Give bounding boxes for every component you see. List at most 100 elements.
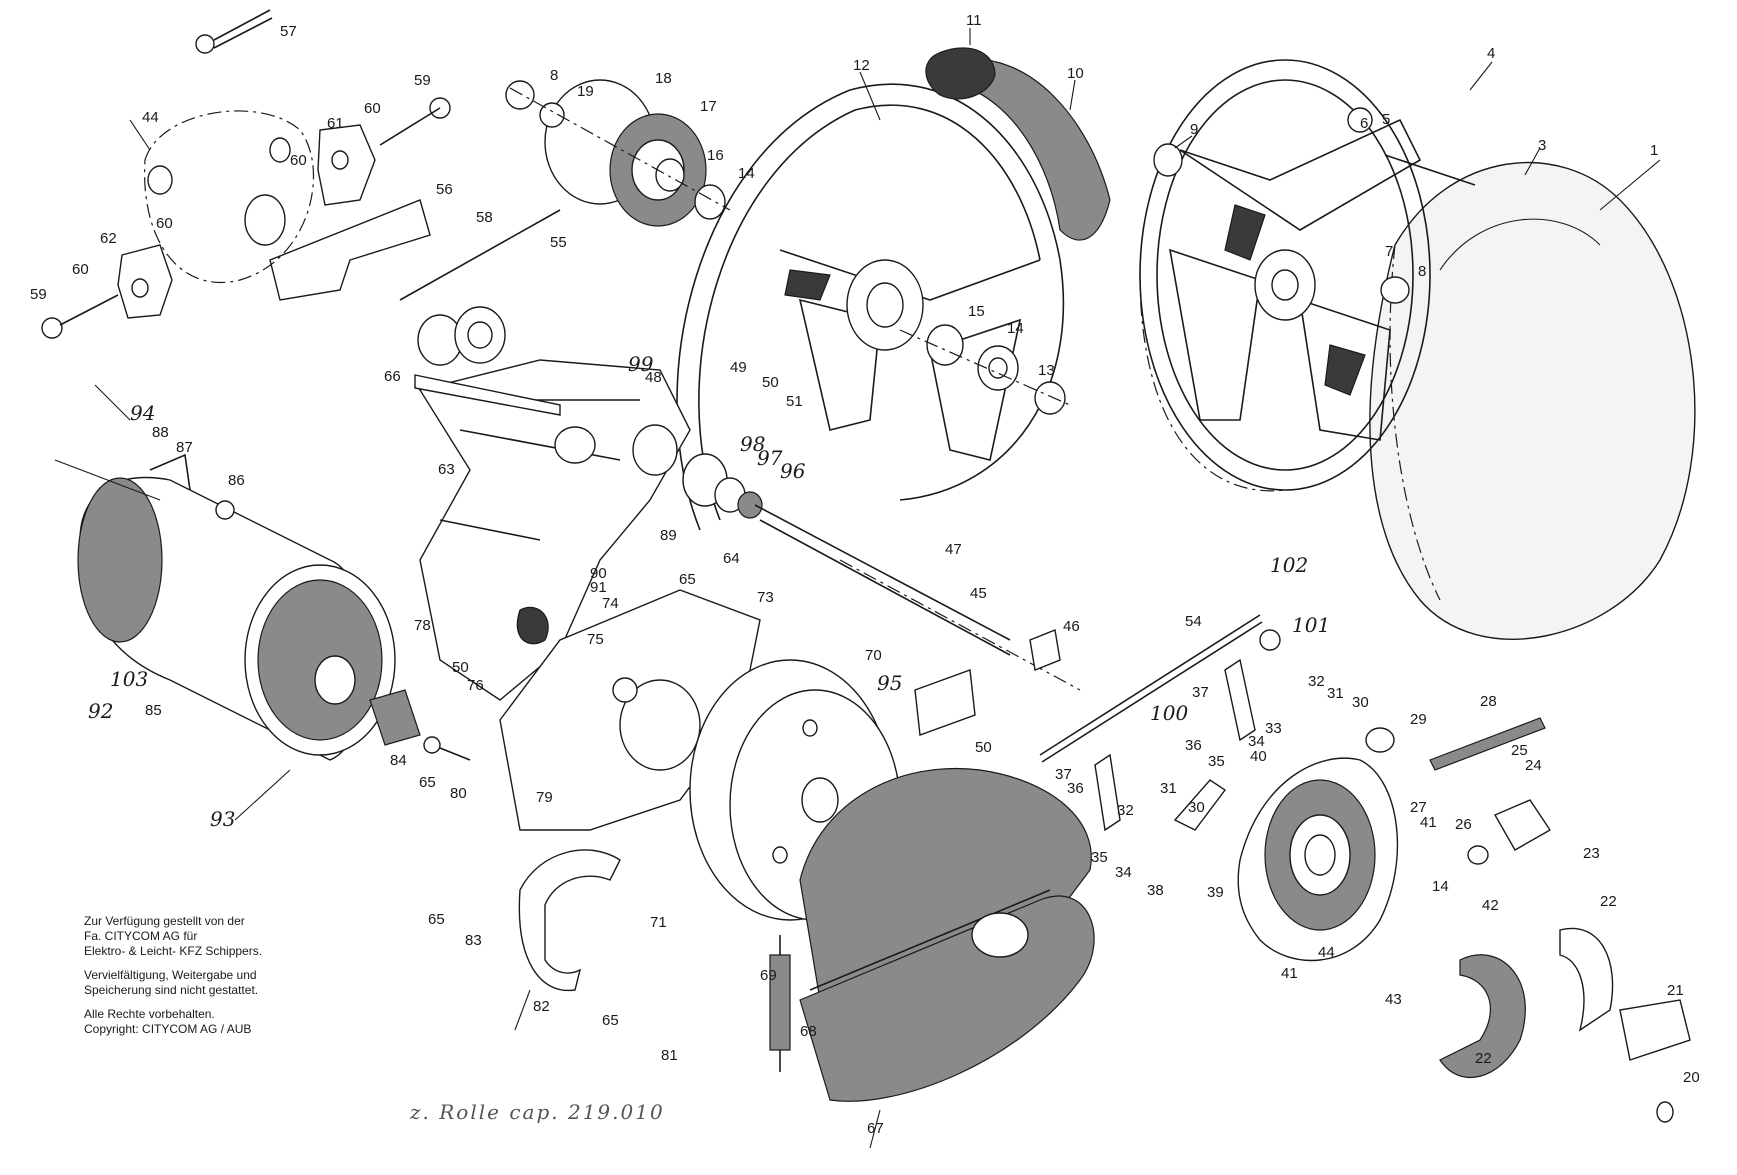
callout-69: 69: [760, 967, 777, 984]
callout-74: 74: [602, 595, 619, 612]
bracket-part-46: [914, 629, 1061, 736]
rear-rim-part-4: [1139, 59, 1476, 492]
callout-65-c: 65: [428, 911, 445, 928]
callout-79: 79: [536, 789, 553, 806]
callout-27: 27: [1410, 799, 1427, 816]
callout-26: 26: [1455, 816, 1472, 833]
sprocket-disc-group: [505, 79, 731, 227]
handwritten-note: z. Rolle cap. 219.010: [410, 1100, 665, 1124]
callout-18: 18: [655, 70, 672, 87]
callout-96: 96: [780, 459, 806, 483]
cable-part-57: [195, 9, 273, 54]
wheel-cover-part-1: [1369, 161, 1696, 640]
callout-28: 28: [1480, 693, 1497, 710]
callout-30-a: 30: [1352, 694, 1369, 711]
copyright-line: Vervielfältigung, Weitergabe und: [84, 968, 257, 982]
front-rim-part-12: [676, 47, 1111, 531]
callout-88: 88: [152, 424, 169, 441]
callout-5: 5: [1382, 111, 1390, 128]
callout-101: 101: [1292, 613, 1330, 637]
callout-35-b: 35: [1091, 849, 1108, 866]
callout-32-a: 32: [1308, 673, 1325, 690]
callout-86: 86: [228, 472, 245, 489]
callout-80: 80: [450, 785, 467, 802]
callout-1: 1: [1650, 142, 1658, 159]
callout-42: 42: [1482, 897, 1499, 914]
spring-part-84: [369, 689, 471, 761]
callout-65-d: 65: [602, 1012, 619, 1029]
callout-87: 87: [176, 439, 193, 456]
callout-9: 9: [1190, 121, 1198, 138]
callout-76: 76: [467, 677, 484, 694]
callout-50-a: 50: [762, 374, 779, 391]
callout-31-a: 31: [1327, 685, 1344, 702]
copyright-paragraph-2: Vervielfältigung, Weitergabe und Speiche…: [84, 968, 384, 998]
callout-6: 6: [1360, 115, 1368, 132]
front-hub-bearings: [899, 324, 1071, 415]
callout-85: 85: [145, 702, 162, 719]
callout-22-a: 22: [1600, 893, 1617, 910]
callout-24: 24: [1525, 757, 1542, 774]
callout-36-a: 36: [1185, 737, 1202, 754]
callout-82: 82: [533, 998, 550, 1015]
callout-84: 84: [390, 752, 407, 769]
callout-90: 90: [590, 565, 607, 582]
callout-59-a: 59: [414, 72, 431, 89]
callout-33: 33: [1265, 720, 1282, 737]
motor-part-85: [77, 453, 396, 761]
callout-95: 95: [877, 671, 902, 695]
callout-23: 23: [1583, 845, 1600, 862]
brake-cable-part-54: [1039, 614, 1281, 763]
callout-29: 29: [1410, 711, 1427, 728]
callout-10: 10: [1067, 65, 1084, 82]
callout-46: 46: [1063, 618, 1080, 635]
callout-58: 58: [476, 209, 493, 226]
callout-19: 19: [577, 83, 594, 100]
callout-93: 93: [210, 807, 235, 831]
callout-14-c: 14: [1432, 878, 1449, 895]
callout-81: 81: [661, 1047, 678, 1064]
callout-20: 20: [1683, 1069, 1700, 1086]
callout-37-b: 37: [1055, 766, 1072, 783]
copyright-paragraph-1: Zur Verfügung gestellt von der Fa. CITYC…: [84, 914, 384, 959]
callout-75: 75: [587, 631, 604, 648]
callout-67: 67: [867, 1120, 884, 1137]
callout-34-a: 34: [1248, 733, 1265, 750]
callout-56: 56: [436, 181, 453, 198]
callout-51: 51: [786, 393, 803, 410]
wheel-cylinder-part-23: [1467, 799, 1551, 865]
callout-59-b: 59: [30, 286, 47, 303]
callout-65-a: 65: [679, 571, 696, 588]
callout-62: 62: [100, 230, 117, 247]
callout-14-b: 14: [1007, 320, 1024, 337]
callout-71: 71: [650, 914, 667, 931]
callout-103: 103: [110, 667, 148, 691]
brake-rod-bracket: [269, 199, 561, 366]
brake-plate-part-44: [1237, 757, 1399, 962]
callout-68: 68: [800, 1023, 817, 1040]
callout-89: 89: [660, 527, 677, 544]
callout-39: 39: [1207, 884, 1224, 901]
callout-14-a: 14: [738, 165, 755, 182]
callout-36-b: 36: [1067, 780, 1084, 797]
callout-34-b: 34: [1115, 864, 1132, 881]
callout-30-b: 30: [1188, 799, 1205, 816]
callout-37-a: 37: [1192, 684, 1209, 701]
callout-40: 40: [1250, 748, 1267, 765]
swing-arm-part-63: [414, 359, 691, 701]
callout-47: 47: [945, 541, 962, 558]
callout-60-c: 60: [156, 215, 173, 232]
copyright-line: Elektro- & Leicht- KFZ Schippers.: [84, 944, 263, 958]
callout-3: 3: [1538, 137, 1546, 154]
callout-102: 102: [1270, 553, 1308, 577]
copyright-line: Fa. CITYCOM AG für: [84, 929, 198, 943]
callout-61: 61: [327, 115, 344, 132]
callout-99: 99: [628, 352, 654, 376]
motor-end-shield-part-44: [41, 97, 451, 339]
callout-7: 7: [1385, 243, 1393, 260]
callout-92: 92: [88, 699, 113, 723]
callout-64: 64: [723, 550, 740, 567]
brake-levers: [1094, 658, 1256, 832]
callout-65-b: 65: [419, 774, 436, 791]
